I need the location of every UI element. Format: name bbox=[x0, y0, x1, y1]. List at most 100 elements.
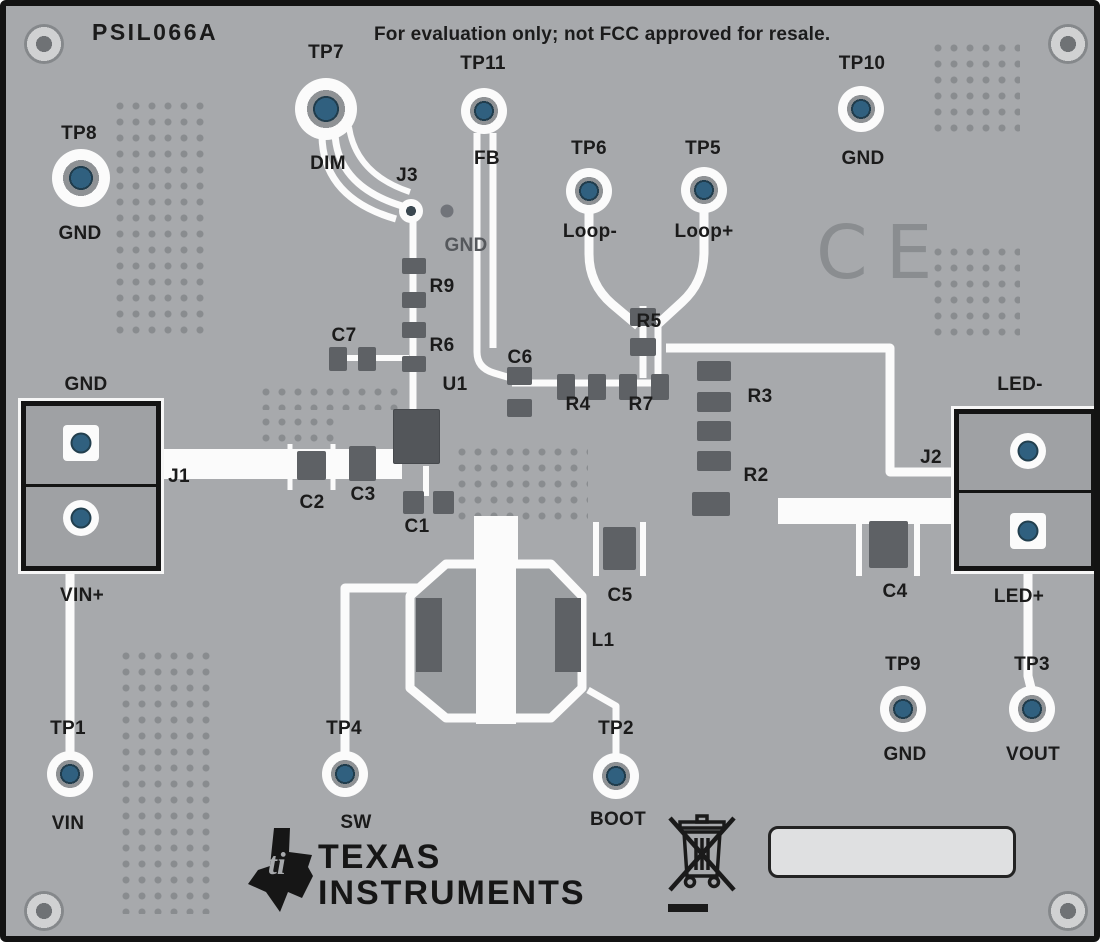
testpoint-pad-tp10 bbox=[838, 86, 884, 132]
testpoint-signal-tp2: BOOT bbox=[589, 809, 647, 830]
testpoint-pad-tp1 bbox=[47, 751, 93, 797]
evaluation-disclaimer: For evaluation only; not FCC approved fo… bbox=[374, 24, 831, 45]
testpoint-pad-tp8 bbox=[52, 149, 110, 207]
inductor-l1-footprint bbox=[405, 516, 587, 724]
testpoint-pad-tp2 bbox=[593, 753, 639, 799]
component-c6-pad bbox=[507, 399, 532, 417]
refdes-r6: R6 bbox=[429, 335, 455, 356]
testpoint-name-tp9: TP9 bbox=[885, 654, 921, 675]
j3-pad bbox=[440, 204, 454, 218]
refdes-c7: C7 bbox=[331, 325, 357, 346]
component-r2-pad bbox=[697, 451, 731, 471]
component-r4-pad bbox=[557, 374, 575, 400]
j3-pad bbox=[399, 199, 423, 223]
j1-pin2-pad bbox=[63, 500, 99, 536]
component-r7-pad bbox=[619, 374, 637, 400]
j1-pin1-pad bbox=[63, 425, 99, 461]
trace-tp7-to-j3 bbox=[318, 135, 397, 223]
refdes-r4: R4 bbox=[565, 394, 591, 415]
trace-tp11-fb bbox=[473, 133, 516, 383]
j2-pin-bottom-label: LED+ bbox=[993, 586, 1045, 607]
component-r2-pad bbox=[692, 492, 730, 516]
testpoint-signal-tp6: Loop- bbox=[562, 221, 618, 242]
component-r6-pad bbox=[402, 356, 426, 372]
ti-bug-letters: ti bbox=[268, 845, 286, 881]
refdes-r7: R7 bbox=[628, 394, 654, 415]
component-c3 bbox=[349, 446, 376, 481]
testpoint-pad-tp6 bbox=[566, 168, 612, 214]
l1-pad bbox=[416, 598, 442, 672]
testpoint-pad-tp11 bbox=[461, 88, 507, 134]
testpoint-name-tp11: TP11 bbox=[460, 53, 506, 74]
j1-refdes: J1 bbox=[168, 466, 190, 487]
testpoint-signal-tp5: Loop+ bbox=[674, 221, 734, 242]
via-array bbox=[118, 648, 214, 914]
component-r6-pad bbox=[402, 322, 426, 338]
testpoint-name-tp2: TP2 bbox=[598, 718, 634, 739]
j2-pin1-pad bbox=[1010, 433, 1046, 469]
trace-tp4-sw bbox=[340, 583, 430, 754]
via-array bbox=[930, 244, 1020, 340]
testpoint-name-tp1: TP1 bbox=[50, 718, 86, 739]
j2-pin2-pad bbox=[1010, 513, 1046, 549]
trace-tp7-to-j3 bbox=[331, 132, 404, 210]
component-c7-pad bbox=[358, 347, 376, 371]
refdes-r9: R9 bbox=[429, 276, 455, 297]
brand-instruments: INSTRUMENTS bbox=[318, 874, 586, 912]
component-r5-pad bbox=[630, 308, 656, 326]
testpoint-name-tp10: TP10 bbox=[838, 53, 886, 74]
testpoint-signal-tp4: SW bbox=[340, 812, 372, 833]
mounting-hole bbox=[24, 24, 64, 64]
component-r3-pad bbox=[697, 361, 731, 381]
refdes-c4: C4 bbox=[882, 581, 908, 602]
component-c1-pad bbox=[403, 491, 424, 514]
board-part-number: PSIL066A bbox=[92, 19, 219, 45]
component-r2-pad bbox=[697, 421, 731, 441]
refdes-c5: C5 bbox=[607, 585, 633, 606]
refdes-r3: R3 bbox=[747, 386, 773, 407]
testpoint-name-tp4: TP4 bbox=[326, 718, 362, 739]
refdes-r2: R2 bbox=[743, 465, 769, 486]
testpoint-name-tp6: TP6 bbox=[571, 138, 607, 159]
trace-tp2-boot bbox=[586, 686, 620, 754]
component-r4-pad bbox=[588, 374, 606, 400]
j3-refdes: J3 bbox=[396, 165, 418, 186]
j1-pin-bottom-label: VIN+ bbox=[60, 585, 104, 606]
blank-label-area bbox=[768, 826, 1016, 878]
ce-mark: CE bbox=[816, 210, 951, 296]
component-c2 bbox=[297, 451, 326, 480]
trace-to-j2 bbox=[666, 343, 952, 477]
connector-divider bbox=[26, 484, 156, 487]
testpoint-name-tp8: TP8 bbox=[61, 123, 97, 144]
testpoint-signal-tp8: GND bbox=[58, 223, 102, 244]
refdes-c2: C2 bbox=[299, 492, 325, 513]
mounting-hole bbox=[24, 891, 64, 931]
testpoint-name-tp5: TP5 bbox=[685, 138, 721, 159]
mounting-hole bbox=[1048, 891, 1088, 931]
mounting-hole bbox=[1048, 24, 1088, 64]
j3-gnd-label: GND bbox=[444, 235, 488, 256]
component-r9-pad bbox=[402, 292, 426, 308]
via-array bbox=[930, 40, 1020, 138]
component-u1-ic bbox=[393, 409, 440, 464]
testpoint-pad-tp3 bbox=[1009, 686, 1055, 732]
j2-refdes: J2 bbox=[920, 447, 942, 468]
testpoint-signal-tp7: DIM bbox=[310, 153, 346, 174]
trace-tp7-to-j3 bbox=[346, 126, 411, 195]
refdes-c6: C6 bbox=[507, 347, 533, 368]
component-r5-pad bbox=[630, 338, 656, 356]
weee-bin-icon bbox=[668, 814, 736, 912]
trace-tp5-loop bbox=[654, 212, 709, 328]
component-r9-pad bbox=[402, 258, 426, 274]
refdes-c3: C3 bbox=[350, 484, 376, 505]
component-c4 bbox=[869, 521, 908, 568]
via-array bbox=[258, 384, 400, 410]
trace-j2-tp3 bbox=[1023, 566, 1036, 690]
component-r7-pad bbox=[651, 374, 669, 400]
testpoint-signal-tp1: VIN bbox=[51, 813, 85, 834]
component-c1-pad bbox=[433, 491, 454, 514]
refdes-r5: R5 bbox=[636, 311, 662, 332]
refdes-l1: L1 bbox=[591, 630, 615, 651]
testpoint-signal-tp11: FB bbox=[474, 148, 500, 169]
